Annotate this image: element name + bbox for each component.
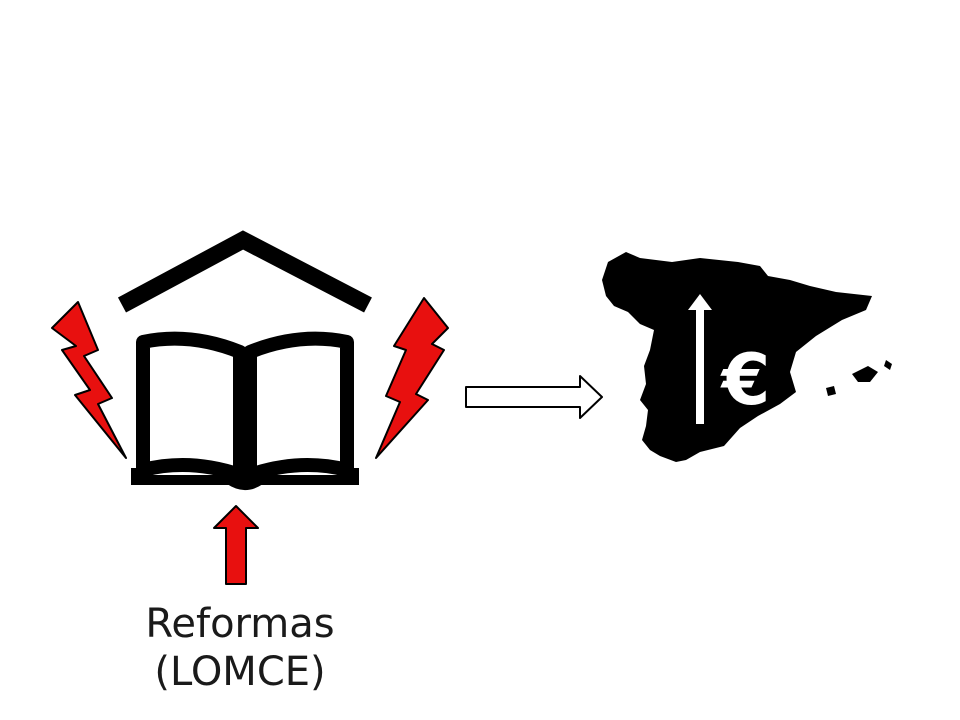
caption-line-1: Reformas [145,601,335,647]
right-arrow-icon [465,375,603,419]
up-arrow-red-icon [213,505,259,585]
spain-map-icon [602,252,892,462]
roof-icon [117,230,372,313]
euro-symbol: € [720,339,771,421]
caption: Reformas (LOMCE) [100,600,380,696]
book-icon [131,331,359,490]
caption-line-2: (LOMCE) [154,649,326,695]
lightning-left-icon [51,301,127,459]
up-arrow-map-icon [688,294,712,424]
lightning-right-icon [375,297,449,459]
